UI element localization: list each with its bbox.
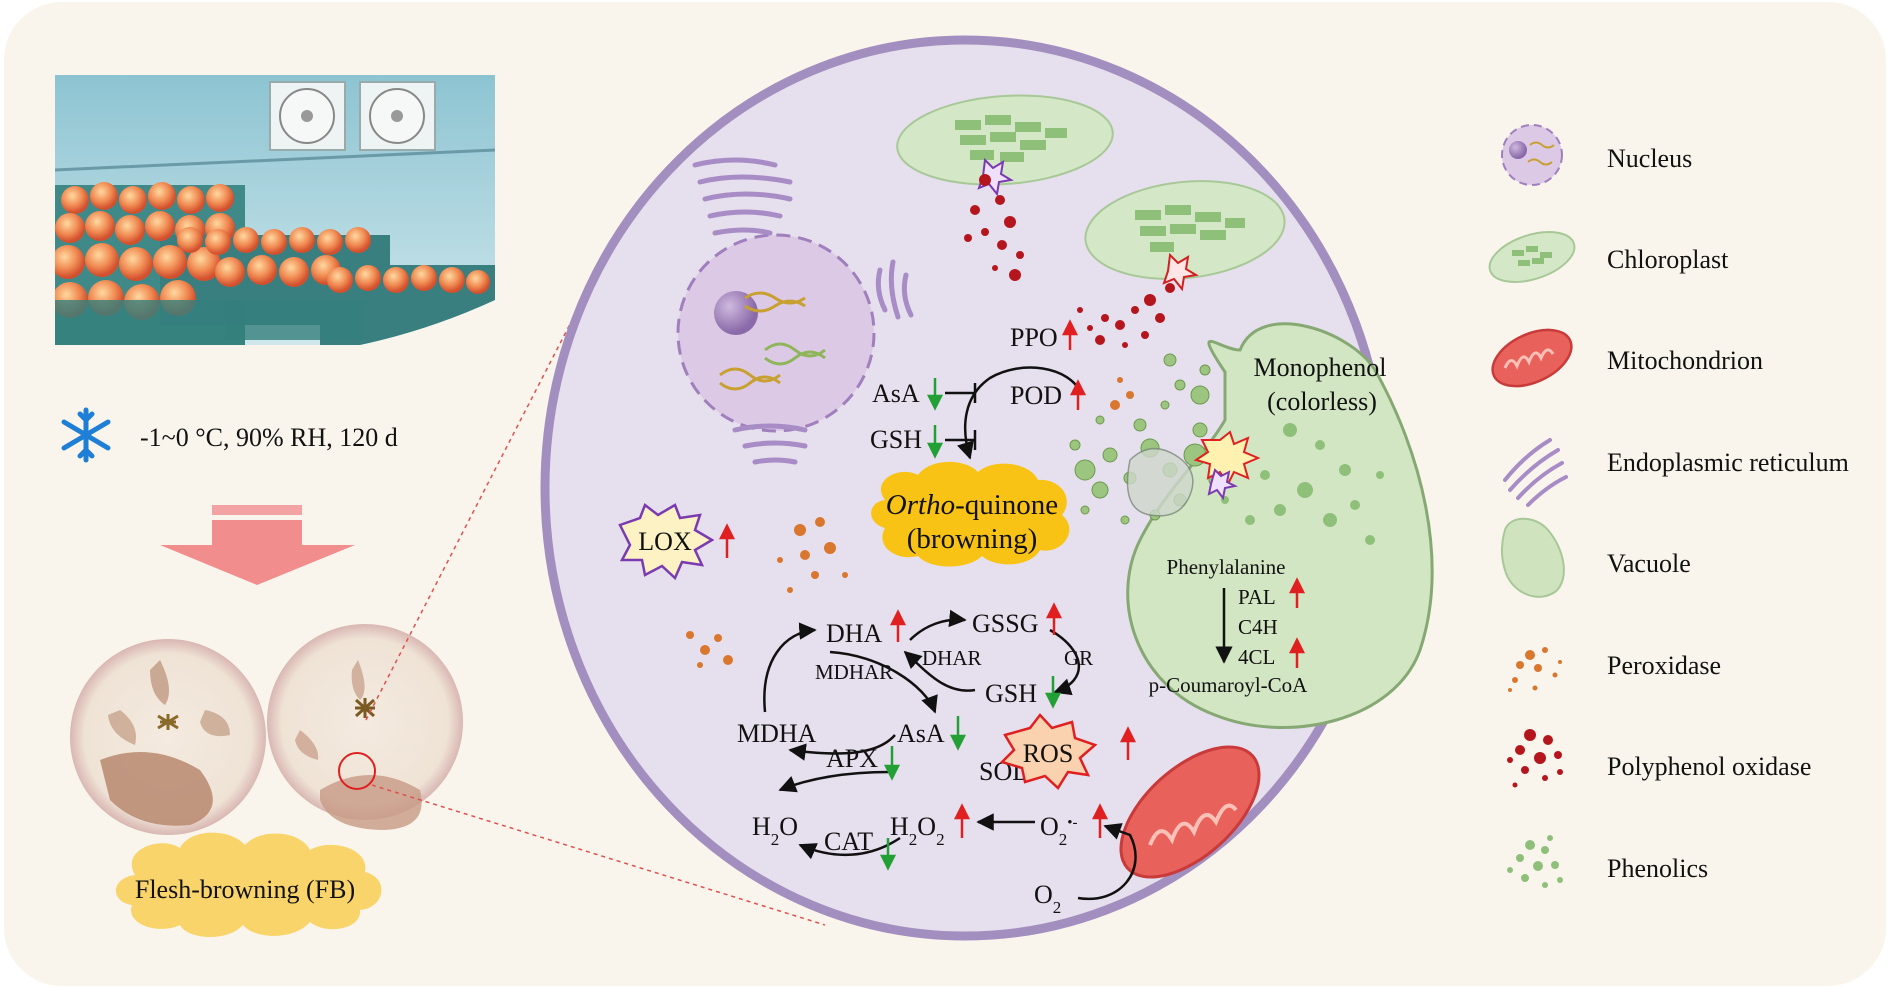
symptom-label: Flesh-browning (FB) [135,875,355,904]
monophenol-label: Monophenol [1254,353,1387,382]
down-arrow-apx [883,764,901,781]
cat-label: CAT [824,827,873,856]
asa-label: AsA [872,379,920,408]
legend-mitochondrion-icon [1491,328,1573,388]
oxygen-label: O2 [1034,880,1061,917]
legend-chloroplast: Chloroplast [1607,245,1729,274]
legend-er: Endoplasmic reticulum [1607,448,1849,477]
down-arrow-asa-cycle [949,734,967,751]
ros-burst: ROS [999,713,1098,790]
legend-ppo: Polyphenol oxidase [1607,752,1811,781]
nucleus [676,233,876,433]
quinone-rest: -quinone [955,489,1058,521]
up-arrow-ros [1119,726,1137,743]
legend-phenolics: Phenolics [1607,854,1708,883]
quinone-cloud: Ortho-quinone (browning) [871,461,1070,567]
chloroplast-lower [1084,180,1286,292]
coumaroyl-label: p-Coumaroyl-CoA [1149,673,1308,697]
legend-vacuole: Vacuole [1607,549,1691,578]
up-arrow-pal [1288,577,1306,594]
colorless-label: (colorless) [1267,387,1377,416]
up-arrow-gssg [1045,602,1063,619]
gsh-label: GSH [870,425,922,454]
superoxide-label: O2•- [1040,812,1078,849]
legend-vacuole-icon [1501,517,1565,598]
legend-phenolics-icon [1507,835,1563,888]
legend-mitochondrion: Mitochondrion [1607,346,1763,375]
pod-label: POD [1010,381,1062,410]
apple-slice-right [267,624,463,830]
up-arrow-superoxide [1091,803,1109,820]
up-arrow-pod [1069,379,1087,396]
zoom-lines [365,294,826,926]
cold-storage-illustration [55,75,495,345]
endoplasmic-reticulum [692,157,914,465]
ppo-label: PPO [1010,323,1058,352]
gsh-cycle-label: GSH [985,679,1037,708]
down-arrow-gsh-cycle [1044,692,1062,709]
4cl-label: 4CL [1238,645,1275,669]
svg-text:Ortho-quinone: Ortho-quinone [886,489,1058,521]
regulation-arrows [718,319,1306,871]
symptom-cloud: Flesh-browning (FB) [115,832,382,938]
transition-arrow [160,505,355,585]
reaction-burst-icon [1193,430,1261,501]
apple-slice-left [70,639,266,835]
h2o2-label: H2O2 [890,812,945,849]
mdha-label: MDHA [737,719,817,748]
down-arrow-cat [879,854,897,871]
lox-label: LOX [638,527,692,556]
legend-ppo-icon [1507,729,1563,788]
legend-er-icon [1503,438,1568,507]
up-arrow-dha [889,609,907,626]
snowflake-icon [61,407,111,463]
browning-label: (browning) [907,523,1037,555]
dha-label: DHA [826,619,883,648]
up-arrow-h2o2 [953,803,971,820]
legend-chloroplast-icon [1488,231,1576,283]
dhar-label: DHAR [922,646,982,670]
h2o-label: H2O [752,812,798,849]
asa-cycle-label: AsA [897,719,945,748]
storage-condition: -1~0 °C, 90% RH, 120 d [140,423,398,452]
up-arrow-4cl [1288,637,1306,654]
legend-nucleus-icon [1501,124,1563,186]
gssg-label: GSSG [972,609,1038,638]
up-arrow-ppo [1061,319,1079,336]
c4h-label: C4H [1238,615,1278,639]
legend-peroxidase: Peroxidase [1607,651,1721,680]
legend-peroxidase-icon [1508,647,1562,692]
oxidation-arrow [957,366,1084,460]
peroxidase-particles [686,377,1134,668]
lox-burst: LOX [618,502,715,581]
up-arrow-lox [718,523,736,540]
legend-nucleus: Nucleus [1607,144,1692,173]
down-arrow-gsh [926,442,944,459]
mitochondrion [1119,745,1261,879]
pal-label: PAL [1238,585,1276,609]
cycle-arrows [763,609,1137,901]
inhibition-lines [945,383,977,450]
quinone-ortho: Ortho [886,489,955,521]
chloroplast-upper [896,94,1114,197]
ppo-particles [964,174,1175,348]
legend: Nucleus Chloroplast Mitochondrion Endopl… [1488,124,1849,888]
ros-label: ROS [1023,739,1074,768]
phenylalanine-label: Phenylalanine [1167,555,1286,579]
down-arrow-asa [926,394,944,411]
